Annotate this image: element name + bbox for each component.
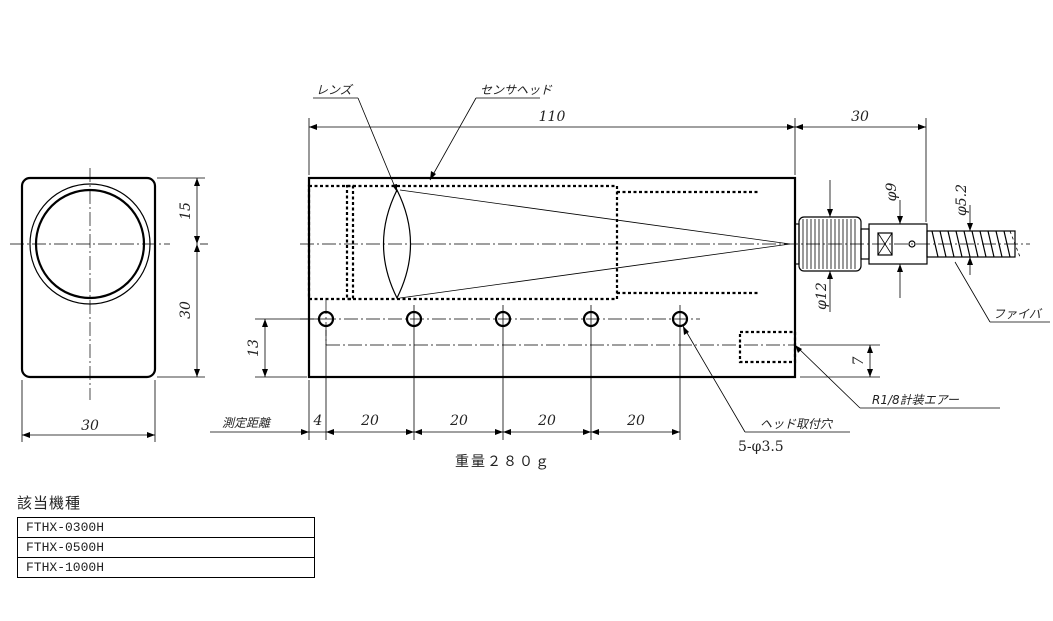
side-view: 15 30 30 (10, 168, 208, 442)
label-weight: 重量２８０ｇ (455, 454, 551, 470)
dim-air-height: 7 (851, 356, 867, 365)
model-cell: FTHX-1000H (17, 557, 315, 578)
diameter-dimensions: φ9 φ12 φ5.2 (814, 180, 973, 312)
label-hole-spec: 5-φ3.5 (738, 439, 784, 455)
dim-dia-12: φ12 (814, 282, 830, 310)
top-dimensions: 110 30 (308, 109, 927, 222)
dim-cable-length: 30 (851, 109, 869, 125)
model-cell: FTHX-0300H (17, 517, 315, 538)
front-view (300, 176, 1030, 440)
dim-pitch-1: 20 (360, 413, 379, 429)
label-measuring-distance: 測定距離 (222, 416, 272, 430)
dim-pitch-4: 20 (626, 413, 645, 429)
dim-side-upper: 15 (178, 202, 194, 220)
dim-dia-9: φ9 (884, 183, 900, 202)
label-lens: レンズ (316, 83, 354, 97)
leaders: レンズ センサヘッド ファイバ R1/8計装エアー ヘッド取付穴 5-φ3.5 (313, 83, 1050, 455)
connector (794, 216, 1021, 272)
table-row: FTHX-0500H (17, 537, 315, 558)
dim-pitch-3: 20 (537, 413, 556, 429)
dim-offset: 4 (313, 413, 323, 429)
models-title: 該当機種 (17, 494, 82, 512)
label-air-port: R1/8計装エアー (872, 393, 960, 407)
dim-length: 110 (539, 109, 566, 125)
table-row: FTHX-0300H (17, 517, 315, 538)
label-sensor-head: センサヘッド (480, 83, 553, 97)
table-row: FTHX-1000H (17, 557, 315, 578)
dim-hole-height: 13 (246, 339, 262, 357)
dim-side-width: 30 (81, 418, 99, 434)
dim-dia-5-2: φ5.2 (954, 184, 970, 216)
models-block: 該当機種 FTHX-0300H FTHX-0500H FTHX-1000H (17, 492, 315, 578)
models-table: FTHX-0300H FTHX-0500H FTHX-1000H (17, 517, 315, 578)
label-fiber: ファイバ (993, 307, 1043, 321)
bottom-dimensions: 13 測定距離 4 20 20 20 20 7 (210, 318, 880, 440)
label-mounting-holes: ヘッド取付穴 (760, 417, 834, 431)
dim-side-lower: 30 (178, 301, 194, 319)
model-cell: FTHX-0500H (17, 537, 315, 558)
dim-pitch-2: 20 (449, 413, 468, 429)
